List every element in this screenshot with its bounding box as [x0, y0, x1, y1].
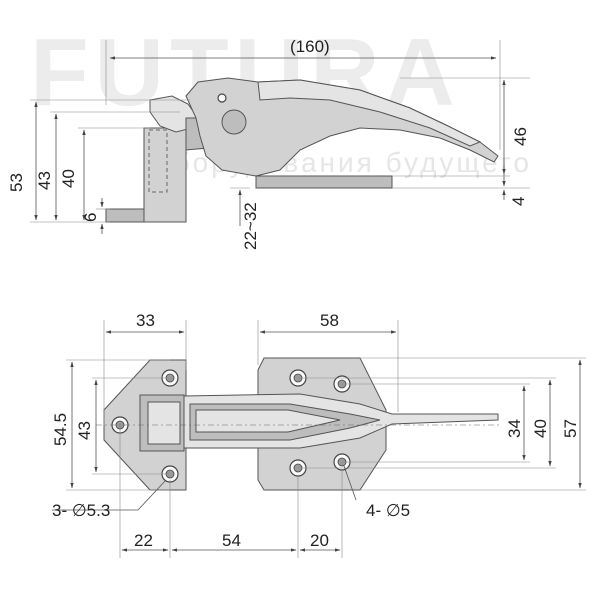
dim-h54-5: 54.5: [51, 413, 70, 446]
dim-gap: 22~32: [241, 202, 260, 250]
latch-base-plate: [255, 175, 393, 189]
dim-h40-top: 40: [531, 419, 550, 438]
dim-overall-length: (160): [290, 37, 330, 56]
dim-h6: 6: [81, 213, 100, 222]
dim-w20: 20: [310, 531, 329, 550]
dim-h43: 43: [35, 171, 54, 190]
top-view: 33 58 54.5 43 34 40 57 3- ∅5.3 4- ∅5: [51, 311, 586, 558]
callout-holes-right: 4- ∅5: [366, 501, 410, 520]
dim-w54: 54: [222, 531, 241, 550]
dim-h4: 4: [509, 197, 528, 206]
dim-h40: 40: [59, 169, 78, 188]
dim-h43-top: 43: [75, 421, 94, 440]
strike-post: [143, 127, 187, 223]
dim-h34: 34: [505, 419, 524, 438]
dim-w22: 22: [134, 531, 153, 550]
dim-h57: 57: [561, 419, 580, 438]
dim-w33: 33: [136, 311, 155, 330]
dim-h53: 53: [7, 173, 26, 192]
side-view: (160) 53 43 40 6 22~32 46 4: [7, 37, 530, 250]
dim-w58: 58: [320, 311, 339, 330]
callout-holes-left: 3- ∅5.3: [52, 501, 110, 520]
dim-h46: 46: [511, 127, 530, 146]
